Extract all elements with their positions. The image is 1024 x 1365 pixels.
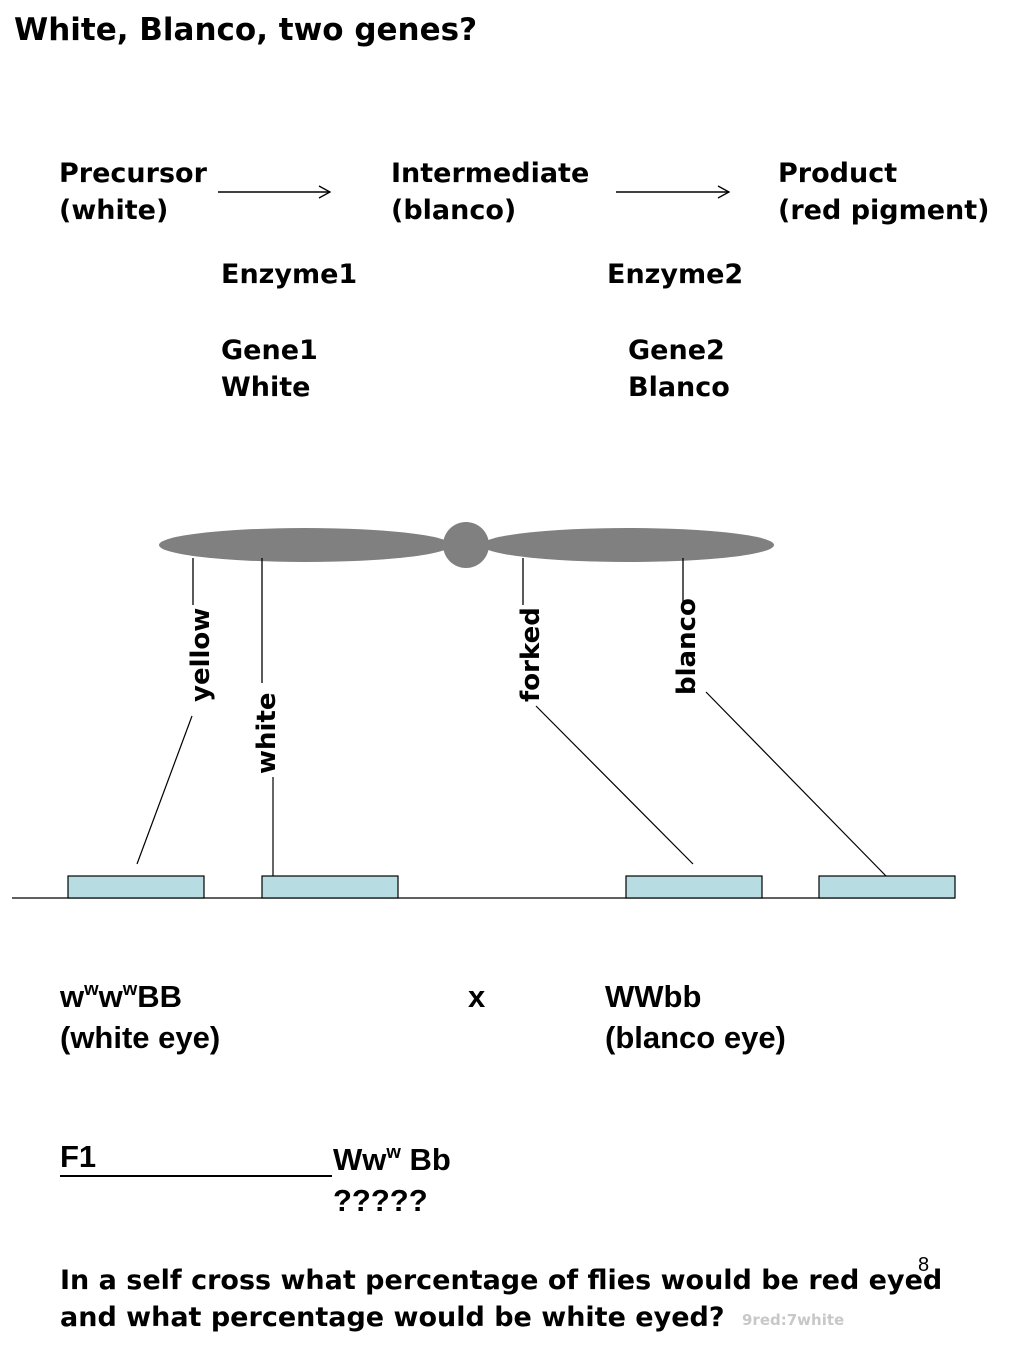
gene-box-blanco <box>818 875 956 899</box>
gene1-symbol: White <box>221 372 311 403</box>
product-label: Product (red pigment) <box>778 155 990 229</box>
slide-title: White, Blanco, two genes? <box>14 12 478 48</box>
parent1-genotype: wwwwBB <box>60 977 182 1014</box>
blanco-connector <box>705 691 887 877</box>
parent1: wwwwBB (white eye) <box>60 976 220 1058</box>
enzyme2-label: Enzyme2 <box>607 259 744 290</box>
forked-connector <box>535 705 694 865</box>
f1-result: Www Bb ????? <box>333 1139 451 1221</box>
gene2-name: Gene2 <box>628 335 725 366</box>
gene1-name: Gene1 <box>221 335 318 366</box>
parent2-genotype: WWbb <box>605 979 702 1014</box>
gene-label-forked: forked <box>516 607 546 702</box>
gene2-label: Gene2 Blanco <box>628 332 730 406</box>
f1-phenotype: ????? <box>333 1183 428 1218</box>
gene-label-blanco: blanco <box>672 598 702 695</box>
gene1-label: Gene1 White <box>221 332 318 406</box>
precursor-color: (white) <box>59 195 169 226</box>
gene2-symbol: Blanco <box>628 372 730 403</box>
question-text: In a self cross what percentage of flies… <box>60 1262 942 1336</box>
f1-genotype: Www Bb <box>333 1140 451 1177</box>
parent2: WWbb (blanco eye) <box>605 976 786 1058</box>
gene-box-white <box>261 875 399 899</box>
answer-text: 9red:7white <box>742 1311 845 1329</box>
parent1-phenotype: (white eye) <box>60 1020 221 1055</box>
question-line-2: and what percentage would be white eyed? <box>60 1302 725 1333</box>
cross-symbol: x <box>468 979 486 1014</box>
gene-box-yellow <box>67 875 205 899</box>
chromosome-right-arm <box>482 528 774 562</box>
slide-number: 8 <box>918 1254 930 1276</box>
gene-box-forked <box>625 875 763 899</box>
product-color: (red pigment) <box>778 195 990 226</box>
intermediate-name: Intermediate <box>391 158 590 189</box>
precursor-name: Precursor <box>59 158 207 189</box>
centromere <box>443 522 489 568</box>
product-name: Product <box>778 158 898 189</box>
f1-label: F1 <box>60 1139 332 1177</box>
question-line-1: In a self cross what percentage of flies… <box>60 1265 943 1296</box>
enzyme1-label: Enzyme1 <box>221 259 358 290</box>
chromosome <box>159 522 774 568</box>
yellow-connector <box>136 715 193 865</box>
precursor-label: Precursor (white) <box>59 155 207 229</box>
parent2-phenotype: (blanco eye) <box>605 1020 786 1055</box>
intermediate-color: (blanco) <box>391 195 517 226</box>
gene-label-white: white <box>252 692 282 774</box>
gene-label-yellow: yellow <box>186 608 216 702</box>
intermediate-label: Intermediate (blanco) <box>391 155 589 229</box>
chromosome-left-arm <box>159 528 451 562</box>
